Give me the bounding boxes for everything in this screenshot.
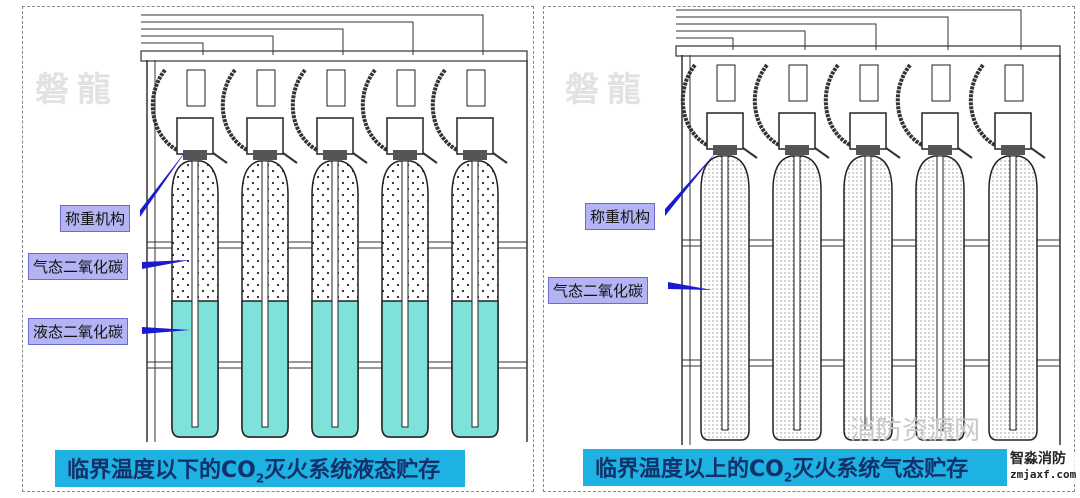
control-pipe: [141, 21, 414, 55]
label-pointer: [140, 148, 188, 217]
weighing-frame: [316, 117, 354, 155]
siphon-tube: [401, 160, 409, 428]
label-weighing-mechanism-left: 称重机构: [60, 205, 131, 232]
siphon-tube: [864, 155, 872, 431]
weighing-frame: [386, 117, 424, 155]
valve-lever: [492, 152, 508, 164]
control-pipe: [141, 42, 204, 55]
right-panel: [543, 6, 1075, 492]
siphon-tube: [471, 160, 479, 428]
weighing-frame: [246, 117, 284, 155]
label-liquid-co2-left: 液态二氧化碳: [28, 318, 129, 345]
actuator: [186, 69, 206, 107]
control-pipe: [141, 14, 484, 55]
label-pointer: [665, 150, 718, 216]
valve: [183, 150, 207, 160]
label-pointer: [668, 282, 712, 290]
watermark-left: 磐龍: [35, 70, 119, 110]
valve: [785, 145, 809, 155]
flex-hose: [220, 68, 249, 152]
actuator: [396, 69, 416, 107]
label-pointer: [142, 327, 190, 334]
label-gaseous-co2-left: 气态二氧化碳: [28, 253, 129, 280]
valve: [1001, 145, 1025, 155]
siphon-tube: [721, 155, 729, 431]
valve-lever: [1030, 147, 1046, 159]
control-pipe: [676, 16, 949, 50]
actuator: [931, 64, 951, 102]
actuator: [1004, 64, 1024, 102]
siphon-tube: [1009, 155, 1017, 431]
weighing-frame: [921, 112, 959, 150]
flex-hose: [430, 68, 459, 152]
weighing-frame: [994, 112, 1032, 150]
valve-lever: [212, 152, 228, 164]
caption-right: 临界温度以上的CO2灭火系统气态贮存: [583, 449, 1007, 487]
flex-hose: [360, 68, 389, 152]
valve: [393, 150, 417, 160]
valve-lever: [885, 147, 901, 159]
actuator: [859, 64, 879, 102]
valve: [856, 145, 880, 155]
actuator: [256, 69, 276, 107]
valve: [713, 145, 737, 155]
valve-lever: [352, 152, 368, 164]
brand-watermark: 消防资源网: [850, 416, 981, 446]
flex-hose: [823, 63, 852, 147]
label-pointer: [142, 260, 190, 269]
flex-hose: [680, 63, 709, 147]
caption-left: 临界温度以下的CO2灭火系统液态贮存: [55, 450, 465, 488]
siphon-tube: [936, 155, 944, 431]
valve-lever: [814, 147, 830, 159]
manifold: [675, 45, 1061, 57]
actuator: [788, 64, 808, 102]
siphon-tube: [261, 160, 269, 428]
control-pipe: [676, 37, 734, 50]
weighing-frame: [456, 117, 494, 155]
flex-hose: [968, 63, 997, 147]
label-weighing-mechanism-right: 称重机构: [585, 203, 656, 230]
valve: [463, 150, 487, 160]
manifold: [140, 50, 528, 62]
weighing-frame: [849, 112, 887, 150]
valve: [253, 150, 277, 160]
control-pipe: [676, 30, 806, 50]
actuator: [326, 69, 346, 107]
control-pipe: [676, 9, 1022, 50]
valve-lever: [282, 152, 298, 164]
actuator: [716, 64, 736, 102]
siphon-tube: [191, 160, 199, 428]
siphon-tube: [793, 155, 801, 431]
weighing-frame: [778, 112, 816, 150]
flex-hose: [290, 68, 319, 152]
valve-lever: [742, 147, 758, 159]
weighing-frame: [706, 112, 744, 150]
siphon-tube: [331, 160, 339, 428]
watermark-right: 磐龍: [565, 70, 649, 110]
valve: [323, 150, 347, 160]
control-pipe: [141, 28, 344, 55]
valve-lever: [957, 147, 973, 159]
control-pipe: [141, 35, 274, 55]
control-pipe: [676, 23, 877, 50]
flex-hose: [895, 63, 924, 147]
weighing-frame: [176, 117, 214, 155]
valve: [928, 145, 952, 155]
flex-hose: [752, 63, 781, 147]
label-gaseous-co2-right: 气态二氧化碳: [548, 277, 649, 304]
actuator: [466, 69, 486, 107]
valve-lever: [422, 152, 438, 164]
flex-hose: [150, 68, 179, 152]
left-panel: [22, 6, 534, 492]
